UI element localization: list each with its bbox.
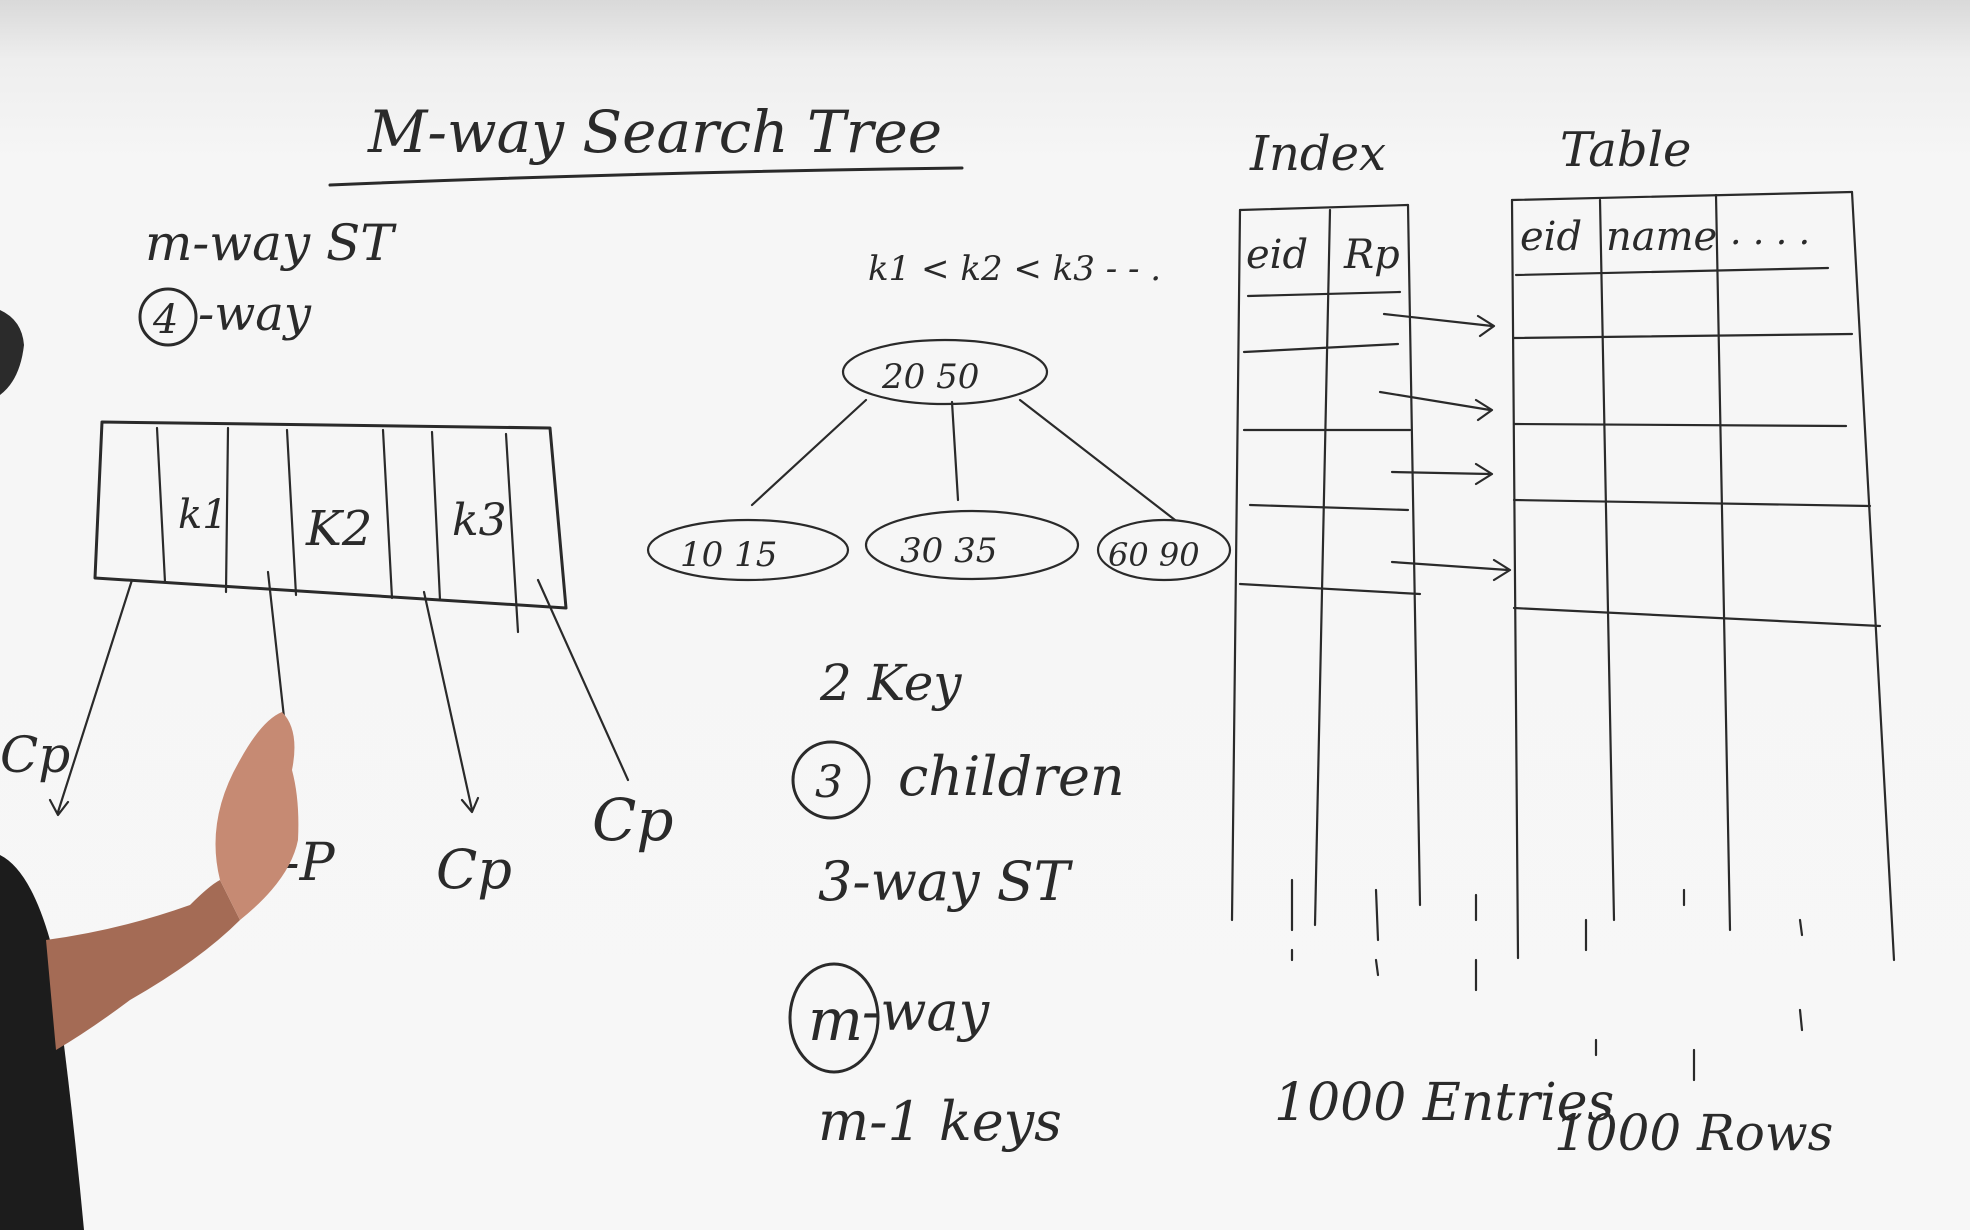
table-grid — [1510, 190, 1896, 1082]
tree-root-keys: 20 50 — [881, 357, 979, 397]
key-order-note: k1 < k2 < k3 - - . — [868, 249, 1161, 289]
summary-m-way: -way — [862, 980, 991, 1043]
note-way: -way — [198, 286, 312, 342]
four-circle — [138, 287, 198, 347]
mway-node — [93, 420, 568, 634]
table-col-eid: eid — [1520, 214, 1582, 260]
table-footer: 1000 Rows — [1554, 1104, 1833, 1162]
summary-m-keys: m-1 keys — [818, 1090, 1062, 1153]
index-title: Index — [1249, 126, 1386, 182]
m-circle — [788, 962, 880, 1074]
tree-child-2-keys: 30 35 — [900, 531, 997, 571]
presenter — [0, 310, 299, 1230]
child-label-4: Cp — [592, 786, 674, 854]
summary-m: m — [808, 986, 863, 1054]
tree-child-3-keys: 60 90 — [1108, 536, 1200, 574]
child-label-3: Cp — [436, 838, 512, 901]
summary-children-count: 3 — [815, 757, 843, 808]
node-key-1: k1 — [178, 492, 228, 538]
index-footer: 1000 Entries — [1274, 1073, 1614, 1133]
index-col-eid: eid — [1246, 232, 1308, 278]
child-pointer-arrows — [48, 570, 630, 817]
note-mway-st: m-way ST — [145, 214, 397, 272]
record-pointer-arrows — [1378, 312, 1512, 582]
table-col-name: name — [1606, 214, 1717, 260]
index-grid — [1230, 203, 1478, 992]
board-title: M-way Search Tree — [367, 98, 942, 166]
index-col-rp: Rp — [1343, 232, 1400, 278]
node-key-2: K2 — [305, 501, 372, 557]
summary-three-way: 3-way ST — [818, 850, 1074, 913]
summary-children-label: children — [898, 745, 1125, 808]
table-col-more: . . . . — [1730, 212, 1810, 253]
node-key-3: k3 — [452, 495, 507, 546]
tree-child-1-keys: 10 15 — [680, 535, 777, 575]
note-four: 4 — [152, 297, 178, 343]
table-title: Table — [1560, 122, 1691, 178]
example-tree — [646, 338, 1232, 582]
children-count-circle — [791, 740, 871, 820]
summary-keys: 2 Key — [819, 654, 962, 712]
child-label-1: Cp — [0, 726, 70, 784]
title-underline — [328, 166, 964, 187]
